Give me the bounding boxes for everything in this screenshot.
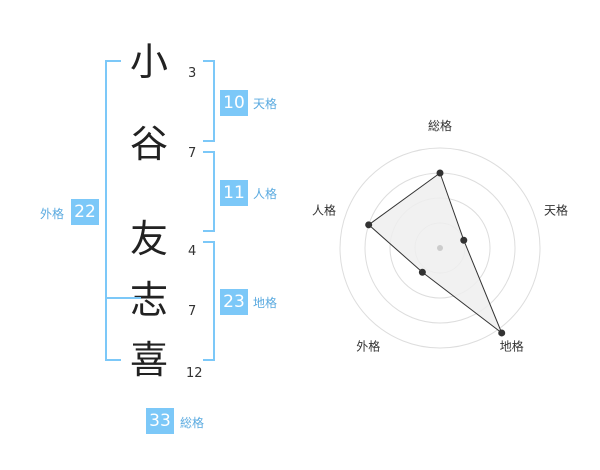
radar-points: [365, 169, 506, 337]
gaikaku-value: 22: [71, 199, 99, 225]
gaikaku-bracket: [105, 60, 121, 361]
radar-axis-label-1: 天格: [544, 202, 568, 217]
radar-axis-label-4: 人格: [312, 202, 336, 217]
radar-ring-4: [339, 147, 541, 349]
jinkaku-bracket: [203, 151, 215, 232]
radar-point-1: [460, 236, 468, 244]
radar-axis-label-0: 総格: [428, 118, 452, 133]
tenkaku-label: 天格: [253, 97, 278, 111]
name-char-5: 喜: [129, 338, 168, 382]
chikaku-bracket: [203, 241, 215, 361]
name-char-4: 志: [129, 278, 168, 322]
jinkaku-label: 人格: [253, 187, 278, 201]
radar-point-3: [418, 268, 426, 276]
name-char-1: 小: [129, 40, 168, 84]
tenkaku-value: 10: [220, 90, 248, 116]
stroke-count-5: 12: [186, 366, 203, 381]
radar-axis-label-3: 外格: [356, 339, 380, 354]
name-char-2: 谷: [129, 122, 168, 166]
radar-point-4: [365, 221, 373, 229]
name-char-3: 友: [129, 217, 168, 261]
jinkaku-value: 11: [220, 180, 248, 206]
stroke-count-3: 4: [188, 244, 197, 259]
stroke-count-4: 7: [188, 304, 197, 319]
chikaku-label: 地格: [253, 296, 278, 310]
gaikaku-label: 外格: [40, 207, 65, 221]
soukaku-label: 総格: [180, 416, 205, 430]
radar-point-0: [436, 169, 444, 177]
stroke-count-2: 7: [188, 146, 197, 161]
radar-axis-label-2: 地格: [500, 339, 524, 354]
gaikaku-bracket-split: [105, 297, 141, 299]
radar-center-dot: [437, 245, 443, 251]
radar-polygon: [367, 172, 503, 335]
radar-point-2: [498, 329, 506, 337]
soukaku-value: 33: [146, 408, 174, 434]
chikaku-value: 23: [220, 289, 248, 315]
tenkaku-bracket: [203, 60, 215, 142]
stroke-count-1: 3: [188, 66, 197, 81]
